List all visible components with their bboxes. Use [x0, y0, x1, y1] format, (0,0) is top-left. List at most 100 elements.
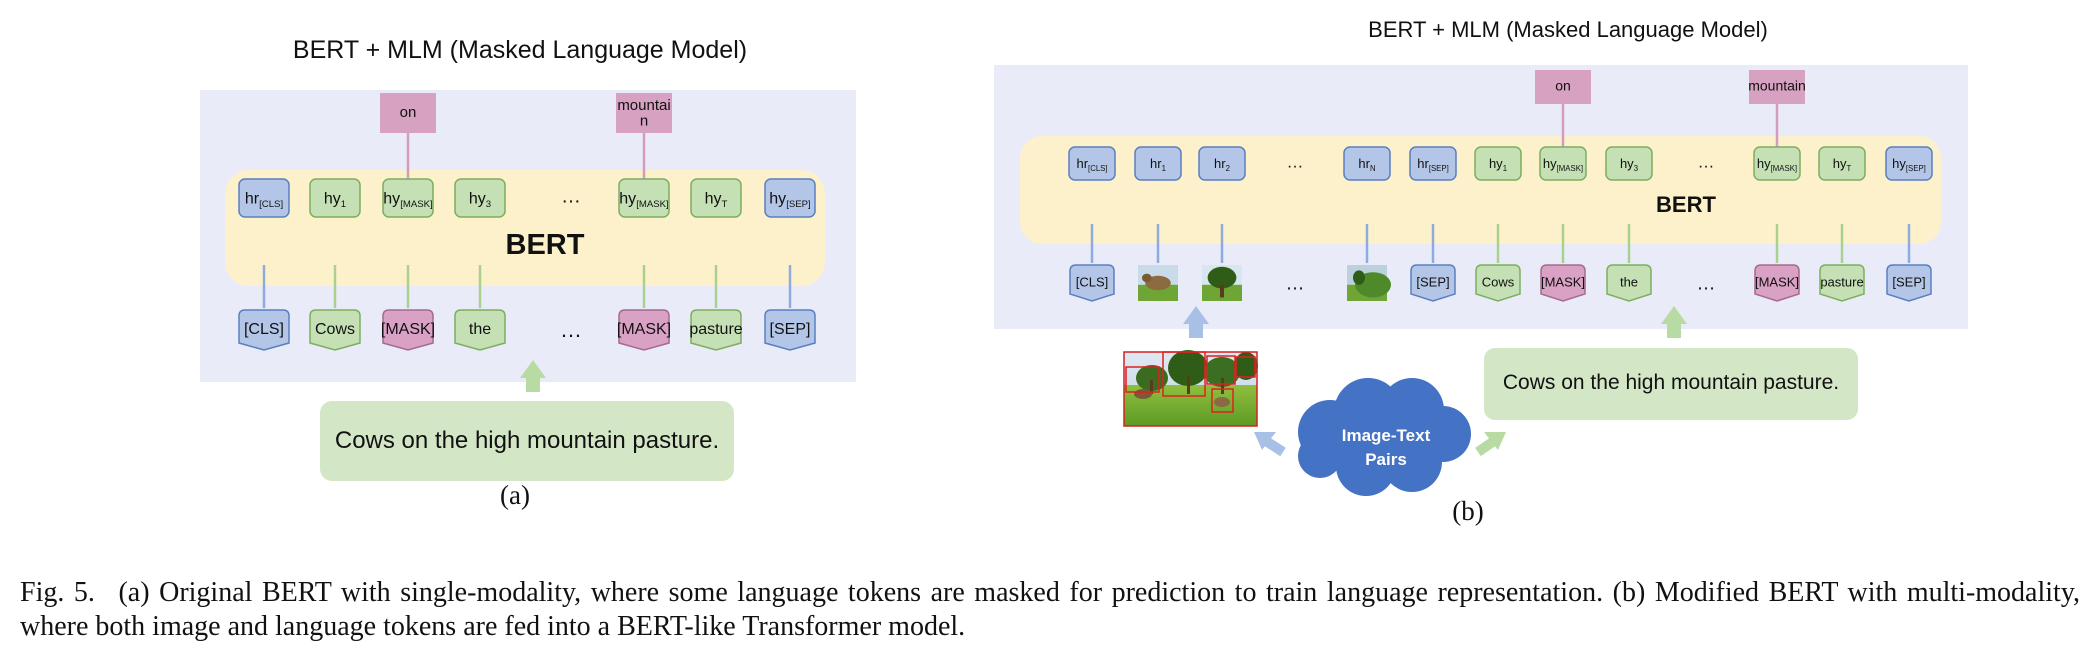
- hidden-token-box: [1605, 146, 1653, 181]
- predicted-token-box: [616, 93, 672, 133]
- hidden-token-box: [454, 178, 506, 218]
- hidden-token-subscript: [SEP]: [1429, 164, 1449, 173]
- hidden-token-label: hr[SEP]: [1417, 156, 1449, 173]
- hidden-token-main: hy: [1833, 156, 1847, 171]
- input-token-box: [1754, 264, 1800, 302]
- panel-a-connectors: [262, 133, 792, 308]
- input-token-label: [SEP]: [1892, 275, 1925, 290]
- panel-b-input-tokens: [CLS]…[SEP]Cows[MASK]the…[MASK]pasture[S…: [1069, 264, 1932, 302]
- hidden-token-subscript: 3: [1634, 164, 1638, 173]
- input-token-label: pasture: [1820, 275, 1863, 290]
- hidden-token-main: hy: [1892, 156, 1906, 171]
- input-token-label: [SEP]: [770, 321, 811, 338]
- hidden-token-main: hr: [1076, 156, 1088, 171]
- hidden-token-main: hy: [619, 190, 636, 207]
- input-token-box: [764, 309, 816, 351]
- hidden-token-main: hy: [1489, 156, 1503, 171]
- input-token-box: [1540, 264, 1586, 302]
- hidden-token-main: hr: [1214, 156, 1226, 171]
- panel-b-sublabel: (b): [1452, 496, 1483, 526]
- input-token-box: [618, 309, 670, 351]
- hidden-token-box: [1198, 146, 1246, 181]
- hidden-token-subscript: 1: [1503, 164, 1507, 173]
- predicted-token-label: on: [400, 104, 417, 121]
- hidden-token-subscript: [SEP]: [1906, 164, 1926, 173]
- hidden-token-box: [1818, 146, 1866, 181]
- hidden-token-main: hy: [383, 190, 400, 207]
- hidden-token-label: hrN: [1358, 156, 1375, 173]
- image-patch-token: [1138, 265, 1178, 301]
- hidden-token-subscript: [SEP]: [786, 199, 811, 210]
- hidden-token-box: [764, 178, 816, 218]
- hidden-token-box: [382, 178, 434, 218]
- input-ellipsis: …: [560, 317, 582, 342]
- figure-caption: Fig. 5. (a) Original BERT with single-mo…: [20, 576, 2080, 644]
- hidden-token-label: hy[MASK]: [619, 190, 668, 210]
- hidden-token-box: [1409, 146, 1457, 181]
- cloud-label-line-1: Image-Text: [1342, 426, 1431, 445]
- hidden-ellipsis: …: [561, 186, 581, 208]
- input-token-box: [309, 309, 361, 351]
- hidden-token-box: [1068, 146, 1116, 181]
- hidden-token-box: [1134, 146, 1182, 181]
- input-token-box: [1069, 264, 1115, 302]
- panel-b-bert-label: BERT: [1656, 192, 1716, 217]
- hidden-token-label: hy3: [469, 190, 491, 210]
- input-token-label: the: [469, 321, 491, 338]
- hidden-token-main: hy: [469, 190, 486, 207]
- predicted-token-box: [380, 93, 436, 133]
- hidden-token-main: hy: [769, 190, 786, 207]
- input-token-box: [1819, 264, 1865, 302]
- hidden-ellipsis: …: [1698, 152, 1715, 171]
- input-token-label: [MASK]: [1541, 275, 1585, 290]
- hidden-token-box: [1753, 146, 1801, 181]
- panel-a-title: BERT + MLM (Masked Language Model): [293, 36, 747, 64]
- predicted-token-box: [1535, 70, 1591, 104]
- hidden-token-label: hy[MASK]: [1757, 156, 1797, 173]
- hidden-token-box: [238, 178, 290, 218]
- hidden-token-main: hr: [1417, 156, 1429, 171]
- input-token-box: [382, 309, 434, 351]
- cloud-label-line-2: Pairs: [1365, 450, 1407, 469]
- hidden-token-label: hy3: [1620, 156, 1638, 173]
- hidden-token-box: [309, 178, 361, 218]
- input-token-box: [1606, 264, 1652, 302]
- hidden-token-main: hy: [324, 190, 341, 207]
- hidden-token-label: hy[MASK]: [383, 190, 432, 210]
- hidden-token-subscript: [MASK]: [1771, 164, 1797, 173]
- input-token-label: [SEP]: [1416, 275, 1449, 290]
- hidden-token-subscript: 3: [486, 199, 491, 210]
- hidden-token-subscript: [MASK]: [1557, 164, 1583, 173]
- hidden-token-main: hr: [1358, 156, 1370, 171]
- input-token-label: pasture: [689, 321, 742, 338]
- hidden-ellipsis: …: [1287, 152, 1304, 171]
- predicted-token-line: mountai: [617, 97, 670, 114]
- predicted-token-label: mountain: [1748, 77, 1806, 93]
- hidden-token-box: [1539, 146, 1587, 181]
- predicted-token-label: on: [1555, 77, 1571, 93]
- hidden-token-subscript: 1: [1162, 164, 1166, 173]
- input-token-label: Cows: [1482, 275, 1515, 290]
- hidden-token-subscript: 2: [1226, 164, 1230, 173]
- input-token-box: [1410, 264, 1456, 302]
- cloud-to-text-arrow: [1475, 432, 1506, 457]
- hidden-token-subscript: [MASK]: [400, 199, 433, 210]
- input-ellipsis: …: [1286, 273, 1305, 294]
- hidden-token-box: [618, 178, 670, 218]
- hidden-token-label: hy[SEP]: [769, 190, 810, 210]
- panel-a-sublabel: (a): [500, 480, 530, 510]
- hidden-token-label: hr2: [1214, 156, 1230, 173]
- predicted-token-box: [1749, 70, 1805, 104]
- hidden-token-subscript: 1: [341, 199, 346, 210]
- hidden-token-label: hy[MASK]: [1543, 156, 1583, 173]
- hidden-token-main: hr: [1150, 156, 1162, 171]
- panel-b-source-image: [1123, 350, 1258, 427]
- hidden-token-box: [1343, 146, 1391, 181]
- panel-b-sentence: Cows on the high mountain pasture.: [1503, 371, 1839, 394]
- figure-number: Fig. 5.: [20, 577, 95, 608]
- panel-a-bert-label: BERT: [506, 229, 585, 261]
